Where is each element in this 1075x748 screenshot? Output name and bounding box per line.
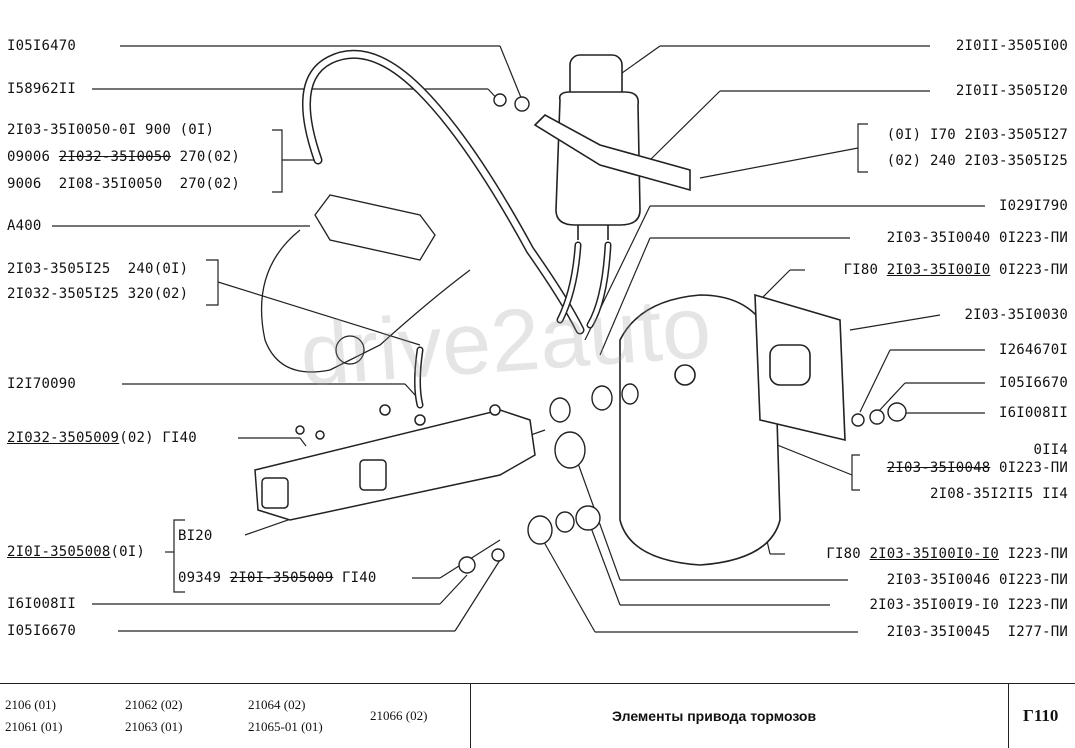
divider — [470, 684, 471, 748]
part-label: 2I03-35I0050-0I 900 (0I) — [7, 122, 215, 138]
part-label: A400 — [7, 218, 42, 234]
brake-drive-diagram — [52, 45, 985, 633]
part-label: ГI80 2I03-35I00I0-I0 I223-ПИ — [826, 546, 1068, 562]
part-label: I05I6470 — [7, 38, 77, 54]
model-code: 21061 (01) — [5, 719, 63, 734]
part-label-suffix: 0I223-ПИ — [990, 460, 1068, 476]
part-label: I6I008II — [7, 596, 77, 612]
part-label: I264670I — [998, 342, 1068, 358]
part-label-suffix: (0I) — [110, 544, 146, 560]
part-label: (0I) I70 2I03-3505I27 — [886, 127, 1068, 143]
model-code: 21063 (01) — [125, 719, 183, 734]
part-label: 09006 2I032-35I0050 270(02) — [7, 149, 240, 165]
part-number: 2I0I-3505008 — [7, 544, 111, 560]
obsolete-part-number: 2I032-35I0050 — [58, 149, 171, 165]
divider — [1008, 684, 1009, 748]
part-label-suffix: 270(02) — [170, 149, 240, 165]
part-label: 2I0II-3505I00 — [955, 38, 1068, 54]
part-label: 2I03-35I00I9-I0 I223-ПИ — [869, 597, 1068, 613]
model-code: 21065-01 (01) — [248, 719, 323, 734]
part-number: 2I03-35I00I0 — [886, 262, 991, 278]
part-label: 0II4 — [1033, 442, 1068, 458]
part-label: I05I6670 — [998, 375, 1068, 391]
part-label: ГI80 2I03-35I00I0 0I223-ПИ — [844, 262, 1068, 278]
model-code: 2106 (01) — [5, 697, 56, 712]
part-label-suffix: (02) ГI40 — [119, 430, 197, 446]
part-label-prefix: 09006 — [7, 149, 59, 165]
part-label: 2I08-35I2II5 II4 — [929, 486, 1068, 502]
part-label: 2I03-3505I25 240(0I) — [7, 261, 189, 277]
part-label-suffix: 0I223-ПИ — [990, 262, 1068, 278]
page-number: Г110 — [1023, 706, 1059, 725]
part-label: 2I03-35I0046 0I223-ПИ — [886, 572, 1068, 588]
part-label-prefix: 09349 — [178, 570, 230, 586]
part-label: 2I03-35I0040 0I223-ПИ — [886, 230, 1068, 246]
model-code: 21066 (02) — [370, 708, 428, 723]
part-label-suffix: ГI40 — [333, 570, 377, 586]
part-label: 2I032-3505I25 320(02) — [7, 286, 189, 302]
part-number: 2I032-3505009 — [7, 430, 120, 446]
model-code: 21062 (02) — [125, 697, 183, 712]
part-label: I029I790 — [998, 198, 1068, 214]
part-label: BI20 — [178, 528, 213, 544]
part-label: I05I6670 — [7, 623, 77, 639]
part-label-prefix: ГI80 — [843, 262, 887, 278]
part-label: 2I0II-3505I20 — [955, 83, 1068, 99]
part-label: 2I03-35I0045 I277-ПИ — [886, 624, 1068, 640]
part-label: I58962II — [7, 81, 77, 97]
obsolete-part-number: 2I0I-3505009 — [229, 570, 334, 586]
part-label: (02) 240 2I03-3505I25 — [886, 153, 1068, 169]
part-label: 2I03-35I0048 0I223-ПИ — [887, 460, 1068, 476]
part-label: 2I0I-3505008(0I) — [7, 544, 145, 560]
part-label: I6I008II — [998, 405, 1068, 421]
part-label: 9006 2I08-35I0050 270(02) — [7, 176, 240, 192]
part-label: 2I032-3505009(02) ГI40 — [7, 430, 197, 446]
page-title: Элементы привода тормозов — [612, 708, 817, 724]
part-label: I2I70090 — [7, 376, 77, 392]
part-number: 2I03-35I00I0-I0 — [869, 546, 999, 562]
obsolete-part-number: 2I03-35I0048 — [886, 460, 991, 476]
page-footer: 2106 (01) 21061 (01) 21062 (02) 21063 (0… — [0, 683, 1075, 748]
part-label: 09349 2I0I-3505009 ГI40 — [178, 570, 376, 586]
part-label: 2I03-35I0030 — [964, 307, 1068, 323]
model-code: 21064 (02) — [248, 697, 306, 712]
part-label-prefix: ГI80 — [826, 546, 870, 562]
part-label-suffix: I223-ПИ — [998, 546, 1068, 562]
